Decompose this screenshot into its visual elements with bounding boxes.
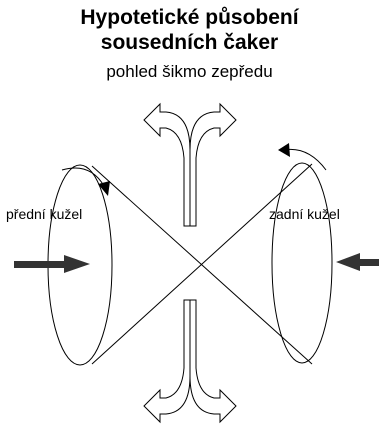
back-rotation-arrowhead bbox=[278, 143, 290, 157]
back-cone-ellipse bbox=[271, 162, 333, 364]
front-cone-label: přední kužel bbox=[6, 206, 83, 222]
front-rotation-arrowhead bbox=[98, 181, 110, 196]
subtitle: pohled šikmo zepředu bbox=[106, 62, 273, 81]
left-inflow-shaft bbox=[14, 261, 66, 268]
back-cone-label: zadní kužel bbox=[269, 206, 340, 222]
right-inflow-head bbox=[336, 253, 360, 271]
title-line-1: Hypotetické působení bbox=[80, 6, 299, 29]
front-rotation-arrow bbox=[61, 167, 105, 187]
cone-line-top-left bbox=[91, 165, 313, 365]
right-inflow-shaft bbox=[358, 259, 379, 266]
title-line-2: sousedních čaker bbox=[100, 31, 279, 54]
left-inflow-head bbox=[64, 255, 90, 273]
cone-line-bottom-left bbox=[91, 163, 313, 365]
back-rotation-arrow bbox=[283, 148, 327, 171]
